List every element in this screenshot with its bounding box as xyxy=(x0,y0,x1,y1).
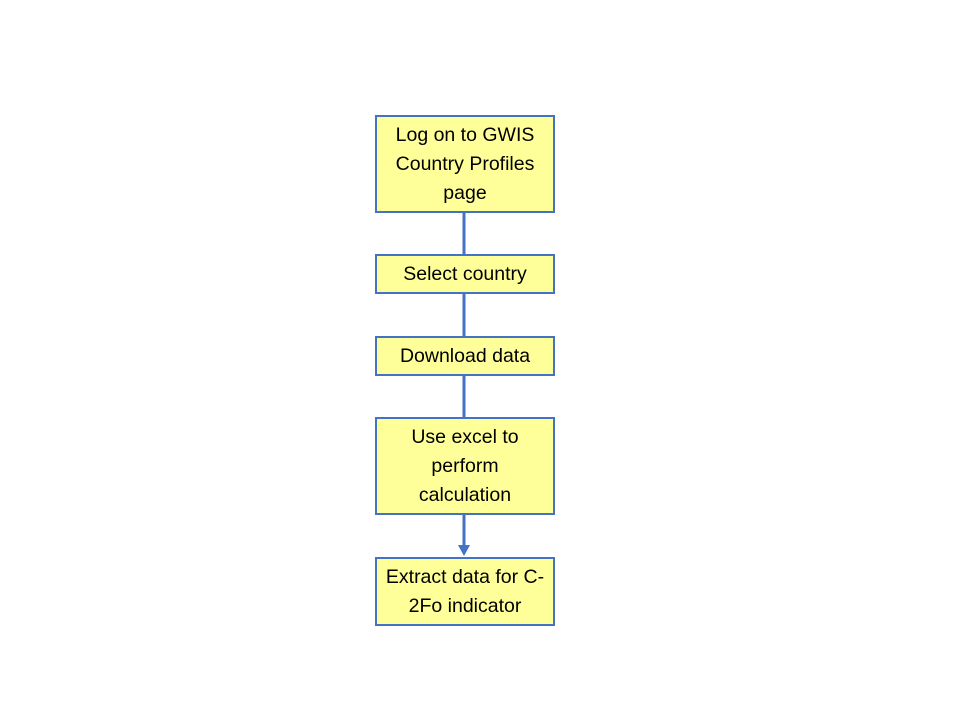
step-log-on: Log on to GWIS Country Profiles page xyxy=(375,115,555,213)
arrowhead-down-icon xyxy=(458,545,470,556)
step-select-country-label: Select country xyxy=(403,262,527,285)
step-download-data: Download data xyxy=(375,336,555,376)
step-extract-data-label: Extract data for C-2Fo indicator xyxy=(385,565,545,617)
step-select-country: Select country xyxy=(375,254,555,294)
step-log-on-label: Log on to GWIS Country Profiles page xyxy=(395,123,535,204)
step-extract-data: Extract data for C-2Fo indicator xyxy=(375,557,555,626)
step-use-excel: Use excel to perform calculation xyxy=(375,417,555,515)
step-use-excel-label: Use excel to perform calculation xyxy=(411,425,519,506)
step-download-data-label: Download data xyxy=(399,344,531,367)
